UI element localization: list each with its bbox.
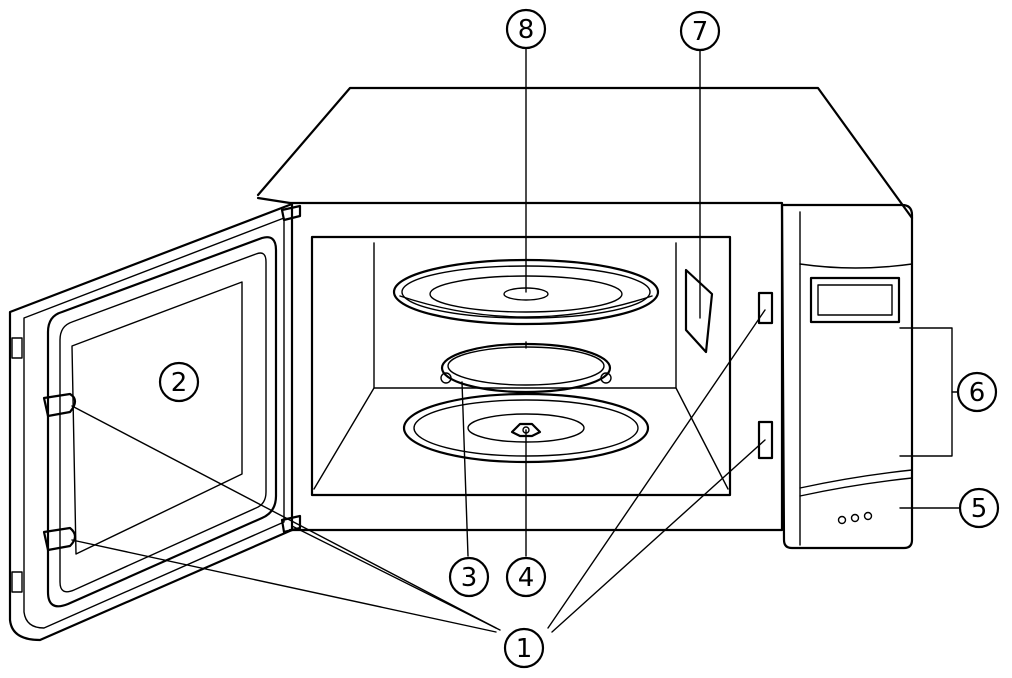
door-window-frame bbox=[46, 236, 278, 608]
callout-3-label: 3 bbox=[461, 563, 478, 593]
callout-7-label: 7 bbox=[692, 17, 709, 47]
oven-cavity bbox=[310, 235, 774, 497]
callout-4: 4 bbox=[505, 556, 547, 598]
display-window bbox=[809, 276, 901, 324]
door-hook-upper bbox=[42, 392, 77, 418]
callout-2-label: 2 bbox=[171, 368, 188, 398]
button-dot bbox=[850, 513, 860, 523]
waveguide-cover bbox=[684, 268, 714, 354]
interlock-slot-upper bbox=[757, 291, 774, 325]
turntable-shaft bbox=[510, 422, 542, 438]
oven-door bbox=[8, 202, 302, 642]
callout-6-bracket bbox=[899, 327, 953, 457]
microwave-body bbox=[256, 86, 914, 550]
callout-4-label: 4 bbox=[518, 563, 535, 593]
cabinet-top bbox=[256, 86, 914, 220]
roller-wheel bbox=[600, 372, 612, 384]
callout-6: 6 bbox=[956, 371, 998, 413]
callout-3: 3 bbox=[448, 556, 490, 598]
hinge-lower bbox=[280, 514, 302, 534]
cavity-back-wall bbox=[373, 242, 677, 389]
callout-1-label: 1 bbox=[516, 634, 533, 664]
callout-2: 2 bbox=[158, 361, 200, 403]
control-panel-outline bbox=[780, 203, 914, 550]
door-outer bbox=[8, 202, 294, 642]
callout-6-label: 6 bbox=[969, 378, 986, 408]
leader-lines bbox=[71, 47, 961, 633]
callout-5-label: 5 bbox=[971, 494, 988, 524]
callout-5: 5 bbox=[958, 487, 1000, 529]
door-hook-lower bbox=[42, 526, 77, 552]
hinge-upper bbox=[280, 204, 302, 222]
callout-7: 7 bbox=[679, 10, 721, 52]
callout-8: 8 bbox=[505, 8, 547, 50]
door-window-glass bbox=[71, 281, 243, 555]
cavity-outline bbox=[310, 235, 732, 497]
callout-8-label: 8 bbox=[518, 15, 535, 45]
button-dot bbox=[837, 515, 847, 525]
button-dot bbox=[863, 511, 873, 521]
roller-ring bbox=[440, 341, 612, 394]
cabinet-front bbox=[288, 201, 784, 532]
interlock-slot-lower bbox=[757, 420, 774, 460]
callout-1: 1 bbox=[503, 627, 545, 669]
roller-wheel bbox=[440, 372, 452, 384]
